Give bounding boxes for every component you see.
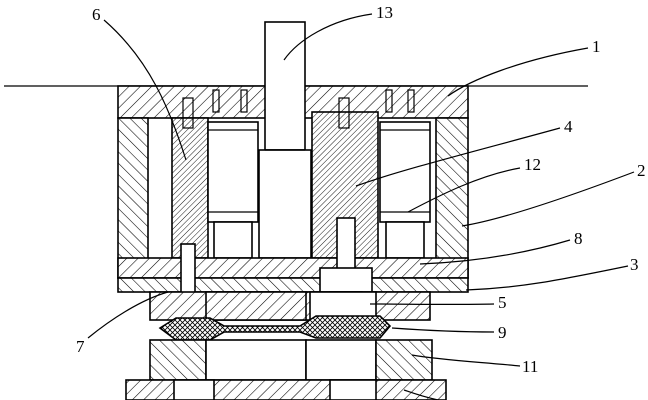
label-12: 12 xyxy=(524,155,541,174)
label-1: 1 xyxy=(592,37,601,56)
workpiece xyxy=(158,315,392,341)
top-bolts xyxy=(182,89,415,129)
left-guide-block xyxy=(171,117,209,259)
label-4: 4 xyxy=(564,117,573,136)
label-7: 7 xyxy=(76,337,85,356)
label-11: 11 xyxy=(522,357,538,376)
base-plate xyxy=(125,379,447,400)
label-3: 3 xyxy=(630,255,639,274)
lower-plate xyxy=(117,277,469,293)
label-13: 13 xyxy=(376,3,393,22)
label-6: 6 xyxy=(92,5,101,24)
die-block xyxy=(149,291,431,321)
label-2: 2 xyxy=(637,161,646,180)
lower-die xyxy=(149,339,433,381)
left-cylinder xyxy=(207,121,259,259)
outer-frame-left xyxy=(117,117,149,279)
outer-frame-right xyxy=(435,117,469,279)
punch-rod xyxy=(258,21,312,259)
leader-lines xyxy=(87,13,635,400)
middle-plate xyxy=(117,257,469,279)
label-8: 8 xyxy=(574,229,583,248)
label-9: 9 xyxy=(498,323,507,342)
right-cylinder xyxy=(379,121,431,259)
label-5: 5 xyxy=(498,293,507,312)
